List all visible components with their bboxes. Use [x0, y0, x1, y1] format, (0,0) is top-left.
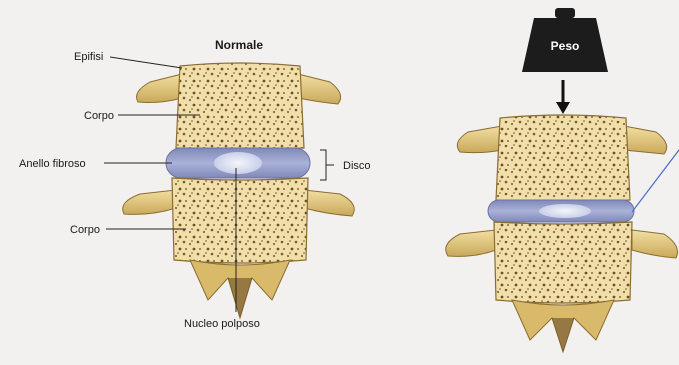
leader-epifisi — [110, 57, 182, 68]
compressed-lower-body — [494, 222, 632, 303]
compressed-upper-body — [496, 115, 630, 202]
compressed-spine: Peso — [446, 8, 679, 352]
upper-process-right — [298, 74, 341, 104]
weight-label: Peso — [551, 39, 580, 53]
title-normal: Normale — [215, 38, 263, 52]
label-nucleo-polposo: Nucleo polposo — [184, 318, 260, 330]
label-corpo-top: Corpo — [84, 110, 114, 122]
annotation-line — [632, 150, 679, 212]
disco-bracket — [320, 150, 334, 180]
label-anello-fibroso: Anello fibroso — [19, 158, 86, 170]
lower-process-left — [123, 190, 176, 214]
nucleus-pulposus — [214, 152, 262, 174]
upper-vertebral-body — [176, 63, 304, 150]
label-disco: Disco — [343, 160, 371, 172]
label-corpo-bottom: Corpo — [70, 224, 100, 236]
label-epifisi: Epifisi — [74, 51, 103, 63]
upper-process-left — [137, 74, 183, 103]
lower-process-right — [304, 190, 354, 216]
normal-spine: Normale Epifisi Corpo Anello fibroso Dis… — [19, 38, 371, 330]
lower-vertebral-body — [172, 178, 308, 263]
weight-icon: Peso — [522, 8, 608, 72]
